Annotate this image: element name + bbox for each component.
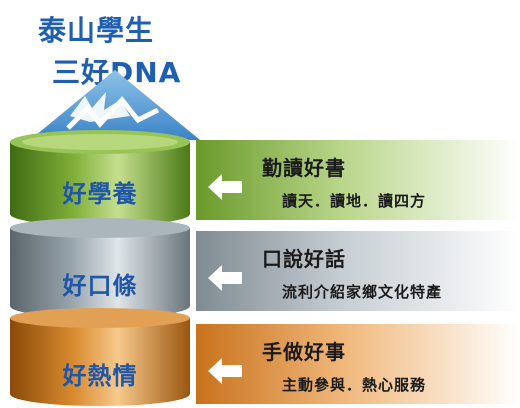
layer-1-label: 好學養 [62, 180, 138, 208]
layer-3-heading: 手做好事 [262, 340, 346, 364]
layer-2-label: 好口條 [62, 272, 138, 300]
cylinder-layer-2: 好口條 [10, 218, 190, 318]
cylinder-layer-3: 好熱情 [10, 308, 190, 408]
mountain-logo [30, 70, 200, 144]
layer-2-detail: 流利介紹家鄉文化特產 [282, 283, 443, 301]
band-layer-1: 勤讀好書 讀天．讀地．讀四方 [196, 140, 520, 220]
cylinder-layer-1: 好學養 [10, 130, 190, 226]
layer-3-detail: 主動參與．熱心服務 [282, 376, 427, 394]
layer-1-heading: 勤讀好書 [262, 156, 346, 180]
left-arrow-icon [208, 265, 242, 291]
layer-1-detail: 讀天．讀地．讀四方 [282, 192, 427, 210]
title-line-1: 泰山學生 [38, 14, 155, 47]
band-layer-2: 口說好話 流利介紹家鄉文化特產 [196, 231, 520, 311]
left-arrow-icon [208, 174, 242, 200]
layer-3-label: 好熱情 [62, 362, 138, 390]
layer-2-heading: 口說好話 [262, 247, 346, 271]
band-layer-3: 手做好事 主動參與．熱心服務 [196, 324, 520, 404]
left-arrow-icon [208, 358, 242, 384]
